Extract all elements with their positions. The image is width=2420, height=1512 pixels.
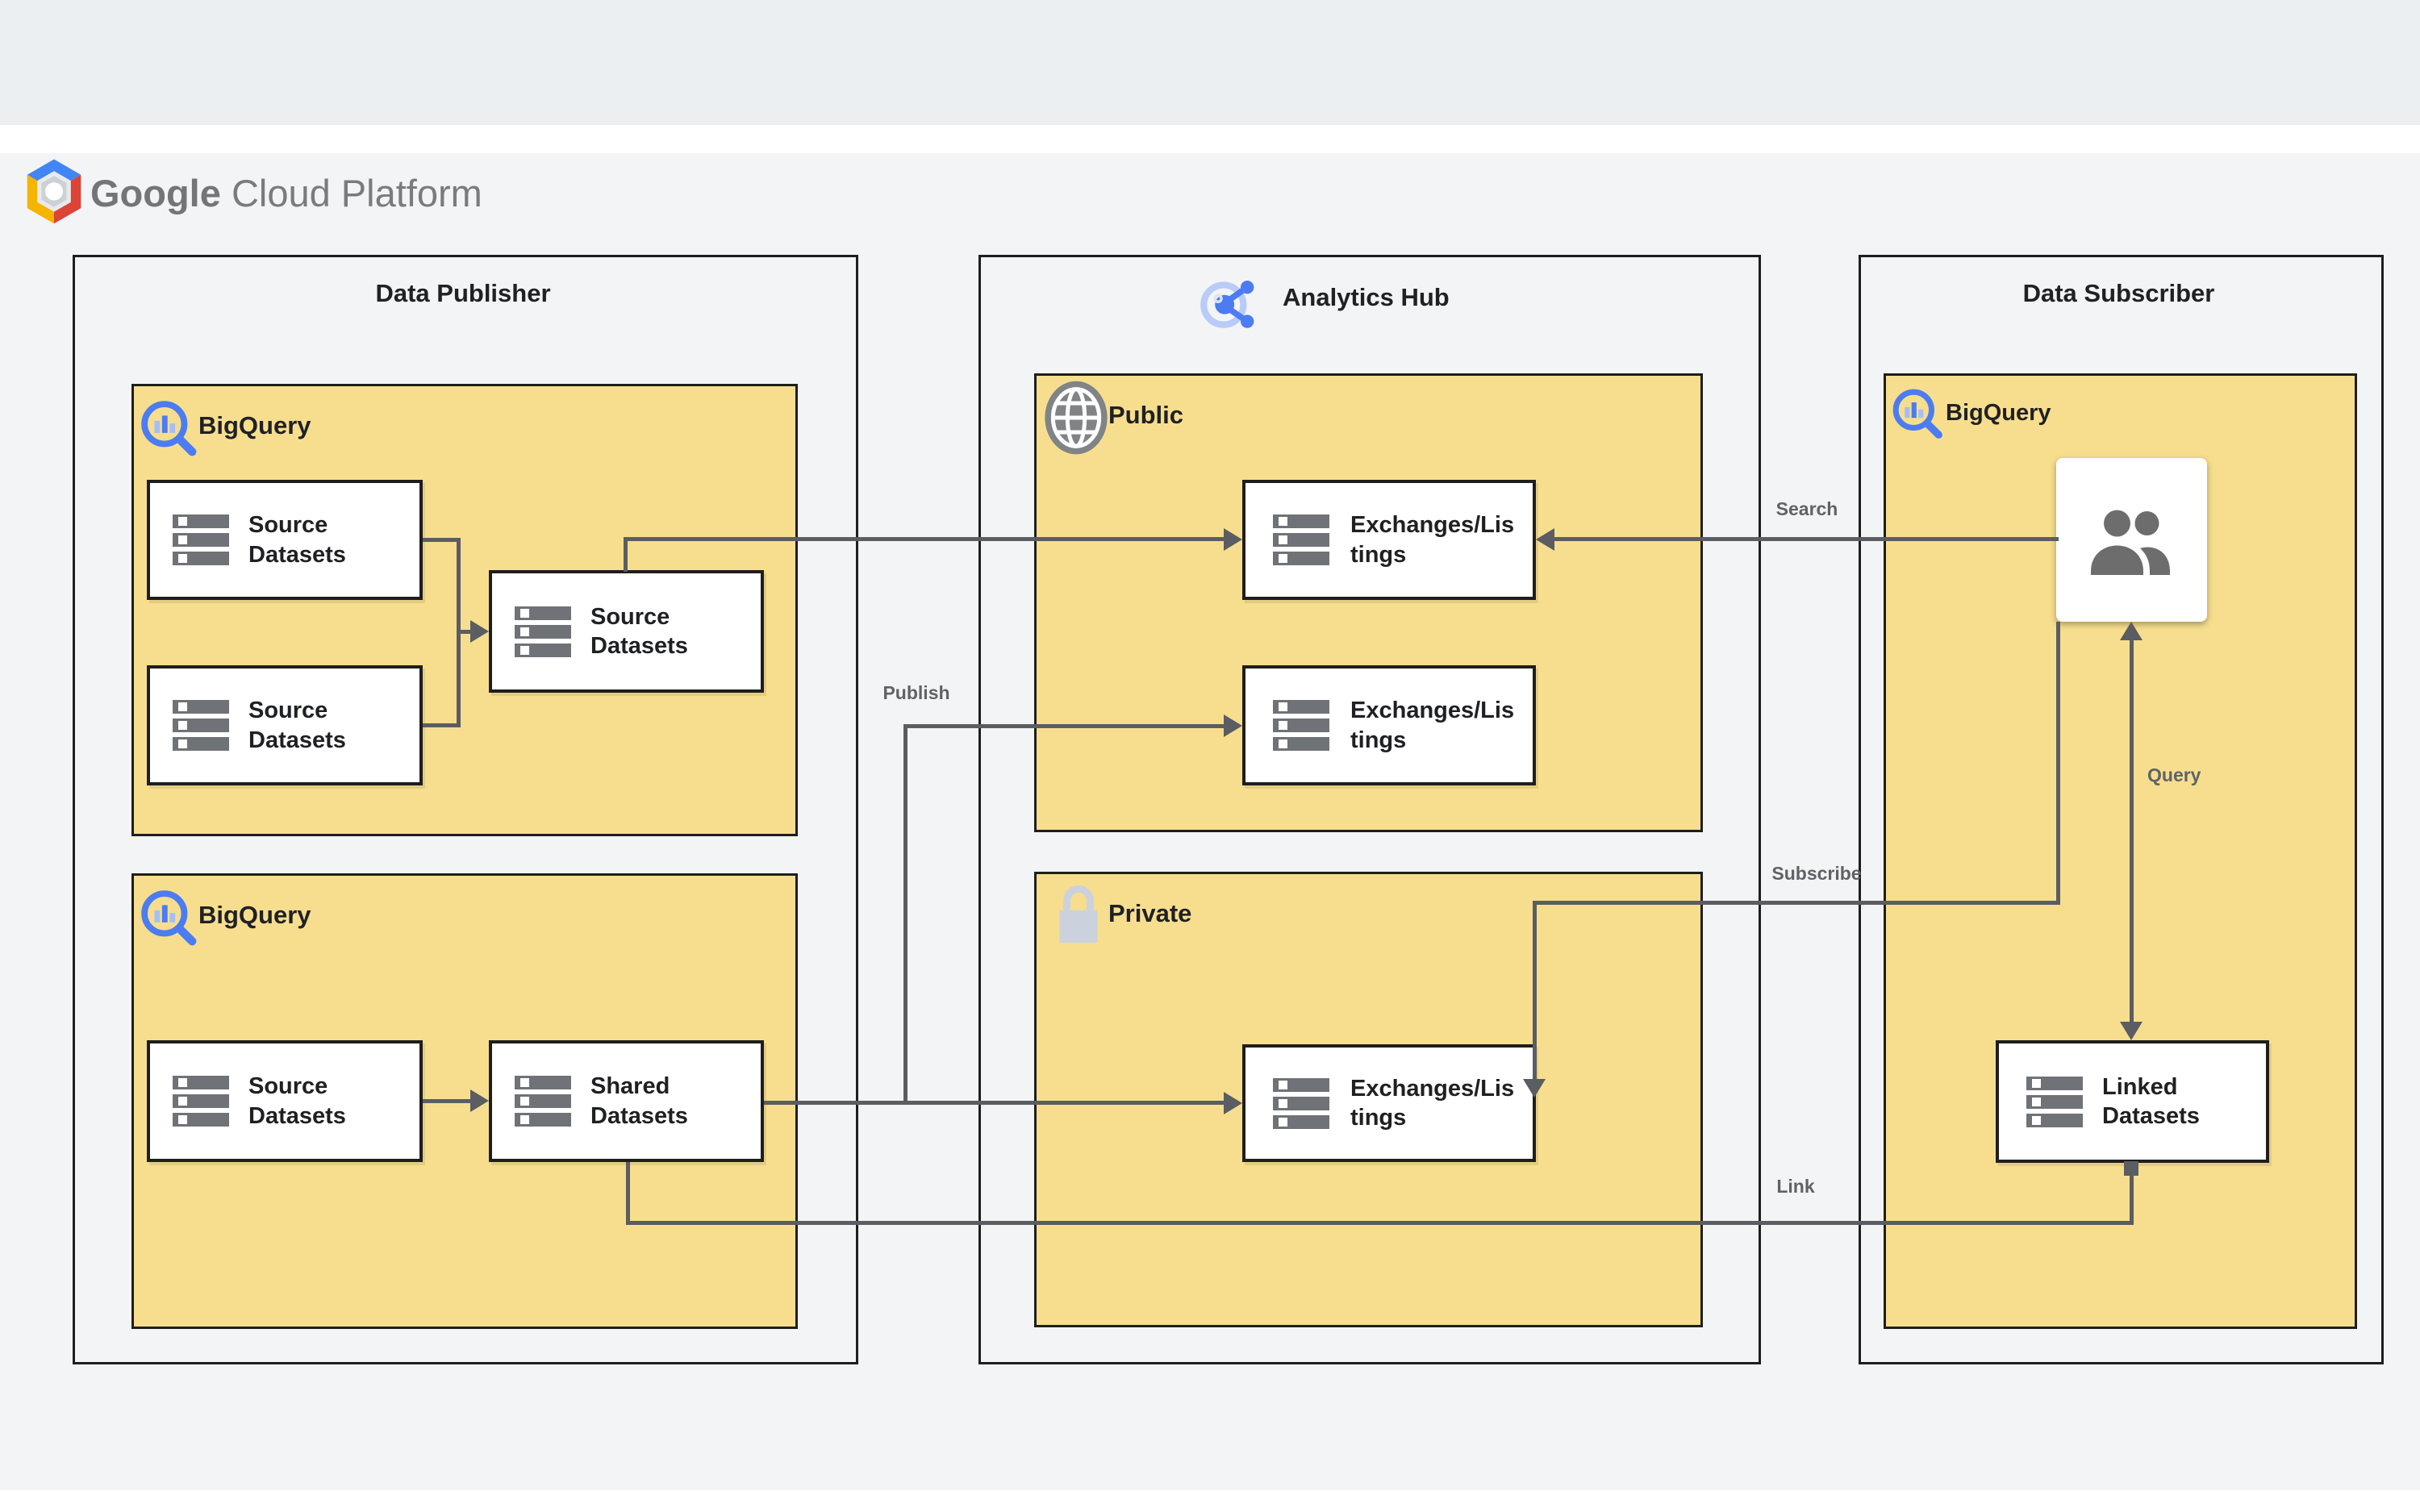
logo-cloud-platform-text: Cloud Platform xyxy=(220,172,482,215)
bigquery-label: BigQuery xyxy=(198,901,311,929)
title-banner xyxy=(0,0,2420,125)
datasets-icon xyxy=(173,700,229,751)
node-label: Source Datasets xyxy=(248,698,346,753)
node-label: Exchanges/Listings xyxy=(1350,512,1515,568)
node-linked-datasets: Linked Datasets xyxy=(1996,1040,2269,1163)
datasets-icon xyxy=(1273,1077,1329,1129)
edge-link-up-to-shared xyxy=(626,1162,630,1225)
arrowhead-into-shared xyxy=(470,1089,489,1112)
edge-label-query: Query xyxy=(2147,764,2201,785)
arrowhead-search-into-exchanges1 xyxy=(1536,528,1554,551)
bigquery-icon xyxy=(1889,385,1946,442)
edge-publish-horizontal xyxy=(903,724,1225,728)
edge-label-search: Search xyxy=(1775,498,1838,519)
arrowhead-into-exchanges3 xyxy=(1224,1092,1242,1114)
bigquery-icon xyxy=(137,397,200,460)
banner-divider xyxy=(0,125,2420,153)
people-icon xyxy=(2084,499,2180,581)
private-label: Private xyxy=(1108,899,1192,927)
datasets-icon xyxy=(1273,700,1329,751)
subscriber-users-card xyxy=(2056,458,2207,622)
section-title-data-publisher: Data Publisher xyxy=(375,279,551,307)
edge-label-link: Link xyxy=(1776,1176,1815,1197)
datasets-icon xyxy=(515,606,571,657)
node-shared-datasets: Shared Datasets xyxy=(489,1040,764,1162)
lock-icon xyxy=(1052,879,1105,948)
edge-sourceA-junction xyxy=(423,538,459,542)
arrowhead-publish-into-exchanges2 xyxy=(1224,714,1242,737)
bigquery-icon xyxy=(137,886,200,949)
analytics-hub-icon xyxy=(1197,270,1263,336)
public-label: Public xyxy=(1108,401,1184,429)
datasets-icon xyxy=(173,514,229,565)
datasets-icon xyxy=(173,1076,229,1127)
link-connector-square xyxy=(2124,1161,2138,1176)
node-label: Source Datasets xyxy=(248,1073,346,1129)
arrowhead-subscribe-into-exchanges3 xyxy=(1523,1079,1546,1098)
edge-sourceB-junction xyxy=(423,723,459,727)
arrowhead-into-sourceC xyxy=(470,620,489,643)
node-label: Exchanges/Listings xyxy=(1350,1075,1515,1131)
gcp-logo-wordmark: Google Cloud Platform xyxy=(90,171,482,215)
arrowhead-query-up xyxy=(2120,622,2143,640)
datasets-icon xyxy=(2026,1076,2083,1127)
arrowhead-query-down xyxy=(2120,1022,2143,1040)
node-exchanges-listings-1: Exchanges/Listings xyxy=(1242,480,1536,600)
bigquery-label: BigQuery xyxy=(1946,400,2051,426)
section-title-data-subscriber: Data Subscriber xyxy=(2022,279,2215,307)
edge-label-publish: Publish xyxy=(882,682,950,703)
node-label: Source Datasets xyxy=(590,603,688,659)
edge-sourceD-to-shared xyxy=(423,1099,473,1103)
node-exchanges-listings-2: Exchanges/Listings xyxy=(1242,665,1536,785)
edge-label-subscribe: Subscribe xyxy=(1771,863,1862,884)
node-label: Exchanges/Listings xyxy=(1350,698,1515,753)
node-source-datasets-2: Source Datasets xyxy=(147,665,423,785)
arrowhead-into-exchanges1 xyxy=(1224,528,1242,551)
node-label: Shared Datasets xyxy=(590,1073,688,1129)
datasets-icon xyxy=(1273,514,1329,565)
edge-junction-to-sourceC xyxy=(457,630,473,634)
edge-subscribe-horizontal xyxy=(1533,901,2060,905)
logo-google-text: Google xyxy=(90,172,221,215)
edge-sourceC-up xyxy=(624,537,628,572)
section-title-analytics-hub: Analytics Hub xyxy=(1283,283,1450,311)
node-label: Source Datasets xyxy=(248,512,346,568)
edge-publish-vertical xyxy=(903,724,908,1103)
edge-shared-to-exchanges3 xyxy=(764,1101,1225,1105)
gcp-hexagon-logo-icon xyxy=(24,158,84,227)
node-label: Linked Datasets xyxy=(2102,1073,2200,1129)
edge-subscribe-down-from-card xyxy=(2056,622,2060,902)
node-source-datasets-1: Source Datasets xyxy=(147,480,423,600)
globe-icon xyxy=(1044,380,1108,456)
edge-link-horizontal xyxy=(626,1221,2134,1225)
node-source-datasets-4: Source Datasets xyxy=(147,1040,423,1162)
edge-subscribe-down-to-exchanges3 xyxy=(1533,901,1537,1080)
node-exchanges-listings-3: Exchanges/Listings xyxy=(1242,1044,1536,1162)
edge-search xyxy=(1554,537,2059,541)
bigquery-label: BigQuery xyxy=(198,411,311,439)
edge-query xyxy=(2130,639,2134,1023)
footer-strip xyxy=(0,1490,2420,1512)
edge-sourceC-to-exchanges1 xyxy=(624,537,1225,541)
edge-link-down xyxy=(2130,1163,2134,1225)
datasets-icon xyxy=(515,1076,571,1127)
node-source-datasets-3: Source Datasets xyxy=(489,570,764,693)
